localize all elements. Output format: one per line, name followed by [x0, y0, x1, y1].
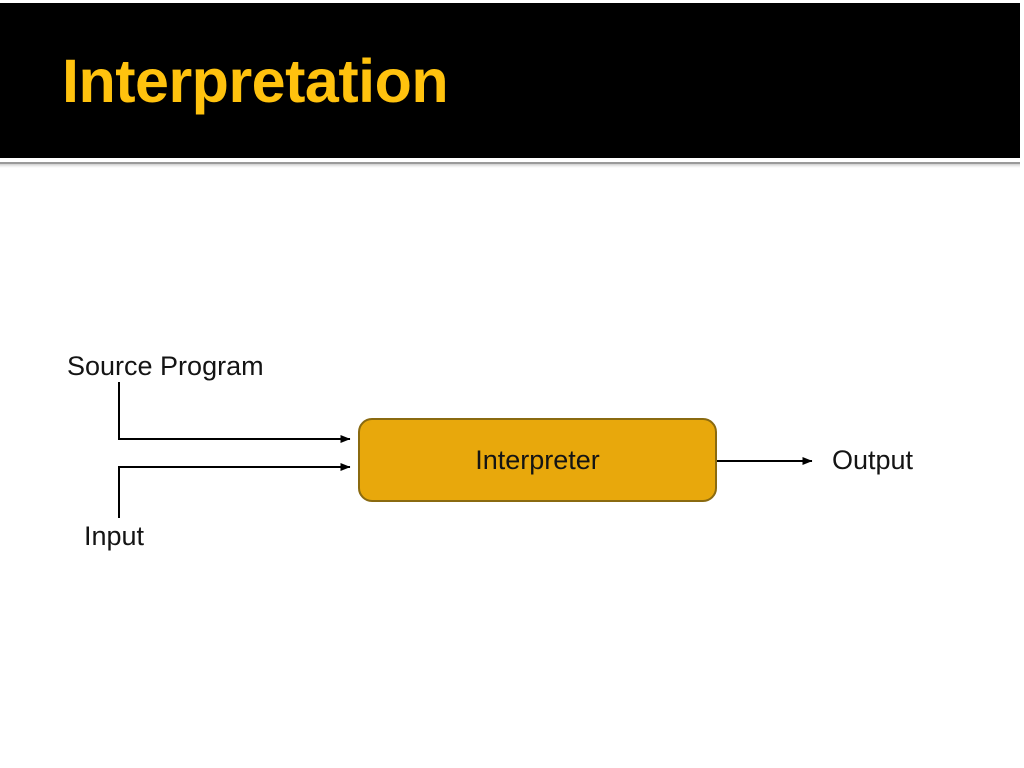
edge-source-program-to-interpreter — [118, 382, 351, 443]
diagram-label-output: Output — [832, 445, 914, 475]
diagram-label-input: Input — [84, 521, 145, 551]
divider-line-bottom — [0, 164, 1020, 168]
slide-header-band: Interpretation — [0, 3, 1020, 158]
interpretation-flow-diagram: Source Program Input Interpreter Output — [0, 170, 1024, 768]
diagram-label-interpreter: Interpreter — [475, 444, 600, 475]
diagram-node-interpreter: Interpreter — [358, 418, 717, 502]
edge-input-to-interpreter — [118, 463, 351, 518]
header-divider — [0, 160, 1024, 170]
page-title: Interpretation — [62, 47, 449, 115]
divider-line-top — [0, 162, 1020, 164]
diagram-label-source-program: Source Program — [67, 351, 264, 381]
diagram-connectors — [118, 382, 813, 518]
